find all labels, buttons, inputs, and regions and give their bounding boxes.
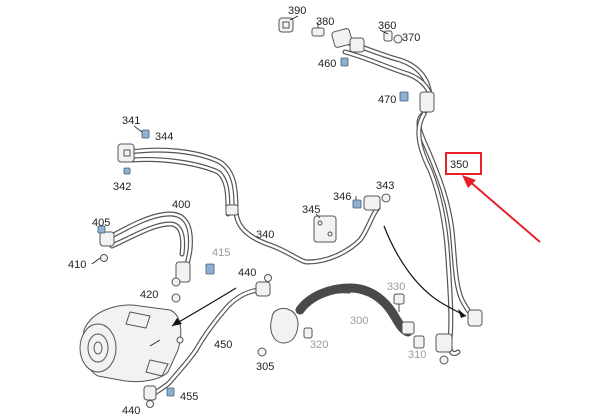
- part-420-ring[interactable]: [171, 293, 181, 303]
- part-310-fitting[interactable]: [413, 335, 425, 349]
- part-344-bolt[interactable]: [141, 129, 150, 139]
- label-350: 350: [450, 159, 468, 171]
- part-405-seal[interactable]: [97, 225, 106, 234]
- refrigerant-line-400[interactable]: [99, 211, 193, 287]
- label-343: 343: [376, 180, 394, 192]
- part-343-oring[interactable]: [381, 193, 391, 203]
- part-320-seal[interactable]: [303, 327, 313, 339]
- label-390: 390: [288, 5, 306, 17]
- label-410: 410: [68, 259, 86, 271]
- refrigerant-line-350[interactable]: [331, 28, 483, 365]
- highlight-box: [445, 152, 482, 175]
- label-440-top: 440: [238, 267, 256, 279]
- part-341-fitting[interactable]: [117, 143, 135, 163]
- label-300: 300: [350, 315, 368, 327]
- part-380-valve[interactable]: [311, 22, 325, 37]
- label-440-bottom: 440: [122, 405, 140, 417]
- label-320: 320: [310, 339, 328, 351]
- label-400: 400: [172, 199, 190, 211]
- part-305-oring[interactable]: [257, 347, 267, 357]
- part-360-seal[interactable]: [383, 30, 393, 42]
- ac-compressor[interactable]: [79, 304, 184, 383]
- part-labels: 390 380 360 370 460 470 341 344 342 350 …: [68, 5, 468, 417]
- label-450: 450: [214, 339, 232, 351]
- highlight-350: [445, 152, 541, 243]
- refrigerant-line-450[interactable]: [143, 281, 271, 401]
- part-440-bottom-seal[interactable]: [146, 400, 154, 408]
- label-360: 360: [378, 20, 396, 32]
- part-410-oring[interactable]: [91, 254, 108, 265]
- part-390-clip[interactable]: [278, 17, 294, 33]
- highlight-arrow-head: [462, 175, 476, 188]
- label-420: 420: [140, 289, 158, 301]
- refrigerant-line-340[interactable]: [127, 147, 381, 265]
- part-460-bolt[interactable]: [340, 57, 349, 67]
- label-344: 344: [155, 131, 173, 143]
- label-455: 455: [180, 391, 198, 403]
- assembly-arrow-compressor: [171, 287, 237, 327]
- highlight-arrow: [467, 179, 541, 243]
- label-341: 341: [122, 115, 140, 127]
- label-345: 345: [302, 204, 320, 216]
- leader-lines: [133, 15, 389, 219]
- part-370-oring[interactable]: [393, 34, 403, 44]
- part-330-bolt[interactable]: [393, 293, 405, 312]
- label-310: 310: [408, 349, 426, 361]
- label-330: 330: [387, 281, 405, 293]
- label-415: 415: [212, 247, 230, 259]
- part-345-bracket[interactable]: [313, 215, 337, 243]
- label-460: 460: [318, 58, 336, 70]
- label-342: 342: [113, 181, 131, 193]
- part-342-seal[interactable]: [123, 167, 131, 175]
- label-380: 380: [316, 16, 334, 28]
- refrigerant-line-300[interactable]: [270, 283, 415, 344]
- label-370: 370: [402, 32, 420, 44]
- label-346: 346: [333, 191, 351, 203]
- label-340: 340: [256, 229, 274, 241]
- label-405: 405: [92, 217, 110, 229]
- assembly-arrow-curved: [383, 225, 467, 318]
- part-455-bolt[interactable]: [166, 387, 175, 397]
- label-305: 305: [256, 361, 274, 373]
- part-415-bolt[interactable]: [205, 263, 215, 275]
- part-346-bolt[interactable]: [352, 199, 362, 209]
- part-440-top-seal[interactable]: [264, 274, 272, 282]
- label-470: 470: [378, 94, 396, 106]
- part-470-bolt[interactable]: [399, 91, 409, 102]
